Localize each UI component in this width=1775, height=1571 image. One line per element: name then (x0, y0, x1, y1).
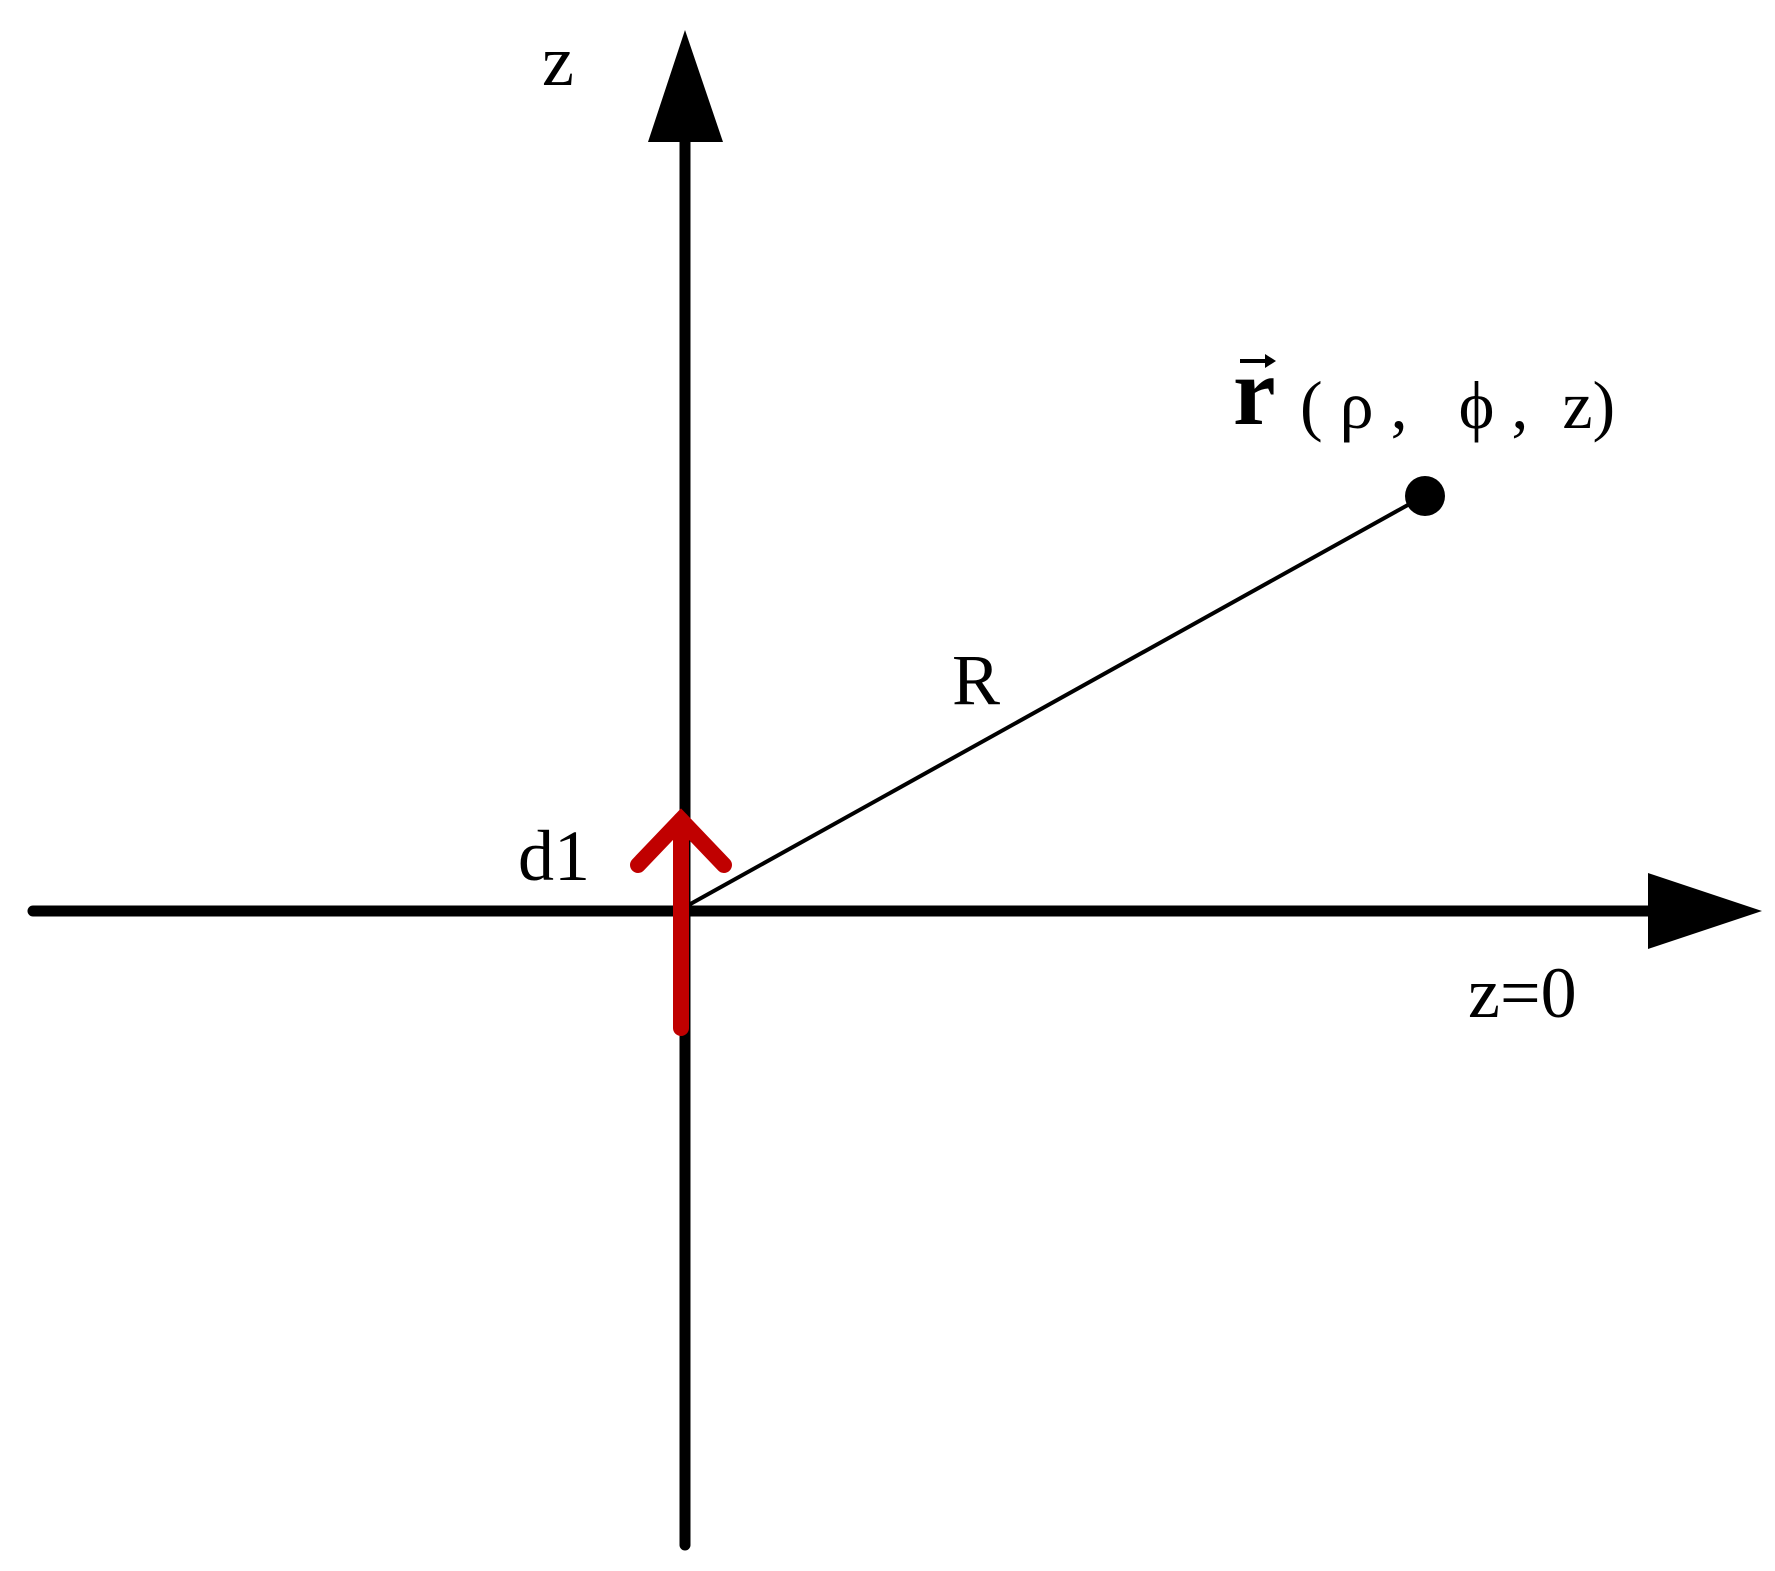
z-axis-arrowhead (648, 30, 723, 142)
r-line (684, 494, 1425, 909)
horizontal-axis-label: z=0 (1468, 953, 1577, 1033)
vector-arrowhead-icon (1265, 354, 1276, 368)
distance-label: R (952, 640, 1000, 720)
field-point-label: r ( ρ , ϕ , z) (1233, 338, 1615, 445)
point-coordinates: ( ρ , ϕ , z) (1300, 367, 1615, 443)
z-axis-label: z (542, 21, 574, 101)
current-element-arrowhead (630, 808, 732, 873)
current-element-label: d1 (518, 816, 590, 896)
horizontal-axis-arrowhead (1648, 873, 1762, 949)
vector-r-symbol: r (1233, 338, 1276, 445)
field-point (1405, 476, 1445, 516)
